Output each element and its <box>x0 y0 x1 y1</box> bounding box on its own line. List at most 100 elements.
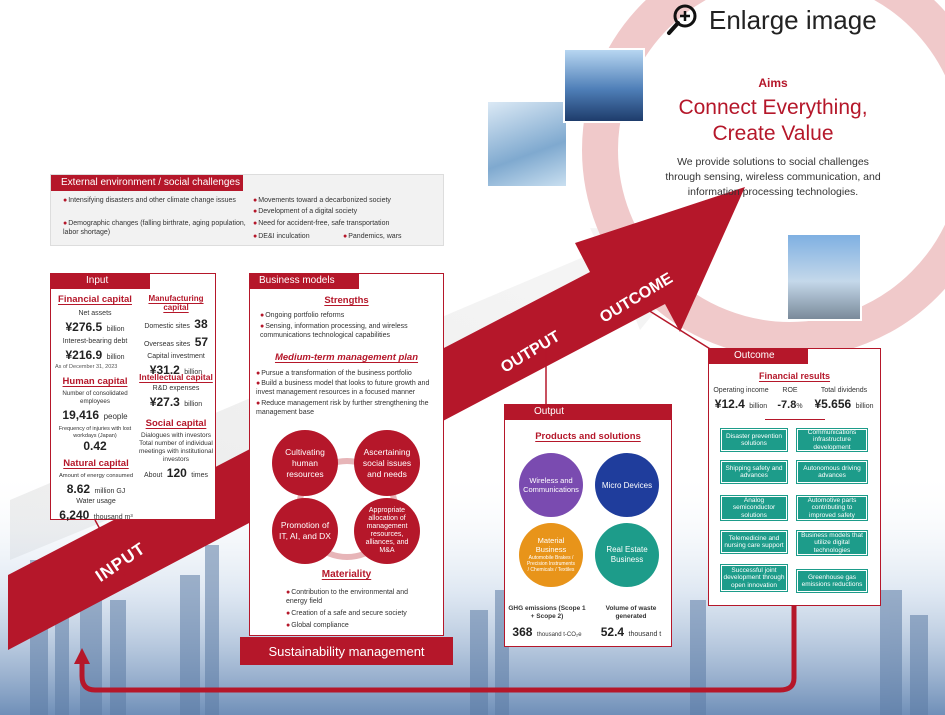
cycle-it-ai-dx: Promotion of IT, AI, and DX <box>272 498 338 564</box>
enlarge-image-label: Enlarge image <box>709 4 877 35</box>
outcome-title: Outcome <box>708 348 808 364</box>
photo-laboratory <box>486 100 568 188</box>
strength-item: Ongoing portfolio reforms <box>260 312 440 321</box>
strength-item: Sensing, information processing, and wir… <box>260 323 440 340</box>
aims-desc-line2: through sensing, wireless communication,… <box>665 171 881 183</box>
meetings-label: Total number of individual meetings with… <box>138 440 214 463</box>
roe-value-row: -7.8% <box>773 395 807 413</box>
business-models-card: Business models Strengths Ongoing portfo… <box>249 273 444 636</box>
input-title: Input <box>50 273 150 289</box>
operating-income-unit: billion <box>749 403 768 410</box>
capex-value-row: ¥31.2 billion <box>137 361 215 379</box>
total-dividends-value-row: ¥5.656 billion <box>807 395 881 413</box>
outcome-tile: Automotive parts contributing to improve… <box>796 495 868 521</box>
cycle-human-resources-label: Cultivating human resources <box>285 446 325 479</box>
net-assets-unit: billion <box>106 326 125 333</box>
overseas-row: Overseas sites 57 <box>137 333 215 351</box>
operating-income-value: ¥12.4 <box>714 397 745 411</box>
aims-block: Aims Connect Everything, Create Value We… <box>650 76 896 198</box>
external-item: DE&I inculcation <box>253 233 343 242</box>
natural-capital-title: Natural capital <box>63 458 129 469</box>
rd-value-row: ¥27.3 billion <box>137 393 215 411</box>
meetings-value: 120 <box>166 466 187 480</box>
external-environment-box: External environment / social challenges… <box>50 174 444 246</box>
total-dividends-unit: billion <box>855 403 874 410</box>
debt-unit: billion <box>106 354 125 361</box>
water-value: 6,240 <box>59 508 90 522</box>
rd-label: R&D expenses <box>152 385 200 392</box>
operating-income-label: Operating income <box>713 387 769 394</box>
dialogues-label: Dialogues with investors <box>140 432 212 439</box>
energy-label: Amount of energy consumed <box>58 473 134 479</box>
output-card: Output Products and solutions Wireless a… <box>504 404 672 647</box>
domestic-value: 38 <box>194 317 208 331</box>
rd-unit: billion <box>184 401 203 408</box>
manufacturing-capital-title: Manufacturing capital <box>148 294 204 312</box>
meetings-unit: times <box>191 472 208 479</box>
cycle-social-issues-label: Ascertaining social issues and needs <box>362 446 412 479</box>
outcome-tile: Greenhouse gas emissions reductions <box>796 569 868 593</box>
roe-label: ROE <box>782 387 798 394</box>
aims-desc-line3: information processing technologies. <box>687 186 859 198</box>
sustainability-label: Sustainability management <box>268 643 425 659</box>
operating-income-value-row: ¥12.4 billion <box>709 395 773 413</box>
sustainability-band: Sustainability management <box>240 637 453 665</box>
outcome-tile: Communications infrastructure developmen… <box>796 428 868 452</box>
waste-value: 52.4 <box>600 625 625 639</box>
plan-item: Build a business model that looks to fut… <box>256 380 442 397</box>
materiality-item: Contribution to the environmental and en… <box>286 589 416 606</box>
employees-unit: people <box>103 412 128 421</box>
magnifier-plus-icon <box>667 4 697 35</box>
domestic-label: Domestic sites <box>144 323 190 330</box>
segment-micro-devices-label: Micro Devices <box>601 480 653 490</box>
products-title: Products and solutions <box>535 431 641 442</box>
aims-title-line2: Create Value <box>712 122 834 145</box>
water-value-row: 6,240 thousand m³ <box>55 506 137 524</box>
outcome-tile: Business models that utilize digital tec… <box>796 530 868 556</box>
plan-item: Reduce management risk by further streng… <box>256 400 442 417</box>
plan-title: Medium-term management plan <box>274 352 419 363</box>
aims-desc-line1: We provide solutions to social challenge… <box>677 156 869 168</box>
external-item: Development of a digital society <box>253 208 443 217</box>
external-item: Need for accident-free, safe transportat… <box>253 220 443 229</box>
external-item: Intensifying disasters and other climate… <box>63 197 248 206</box>
total-dividends-label: Total dividends <box>820 387 868 394</box>
financial-capital-title: Financial capital <box>58 294 132 305</box>
manufacturing-capital: Manufacturing capital Domestic sites 38 … <box>137 294 215 379</box>
external-item: Movements toward a decarbonized society <box>253 197 443 206</box>
segment-real-estate-label: Real Estate Business <box>606 545 648 564</box>
roe-value: -7.8 <box>777 399 797 411</box>
total-dividends-value: ¥5.656 <box>814 397 852 411</box>
materiality-item: Global compliance <box>286 622 436 631</box>
outcome-tile: Telemedicine and nursing care support <box>720 530 788 554</box>
ghg-label: GHG emissions (Scope 1 + Scope 2) <box>508 605 586 620</box>
external-item: Pandemics, wars <box>343 233 433 242</box>
ghg-emissions: GHG emissions (Scope 1 + Scope 2) 368 th… <box>507 605 587 641</box>
plan-item: Pursue a transformation of the business … <box>256 370 442 379</box>
ghg-unit: thousand t-CO₂e <box>536 632 582 638</box>
rd-value: ¥27.3 <box>149 395 180 409</box>
energy-value-row: 8.62 million GJ <box>55 480 137 498</box>
outcome-tile: Autonomous driving advances <box>796 460 868 484</box>
debt-label: Interest-bearing debt <box>62 338 128 345</box>
employees-label: Number of consolidated employees <box>62 390 128 405</box>
segment-wireless: Wireless and Communications <box>519 453 583 517</box>
enlarge-image-link[interactable]: Enlarge image <box>665 2 877 38</box>
aims-title-line1: Connect Everything, <box>678 96 868 119</box>
external-environment-title: External environment / social challenges <box>51 175 243 191</box>
domestic-row: Domestic sites 38 <box>137 315 215 333</box>
injuries-value: 0.42 <box>83 439 107 453</box>
capex-label: Capital investment <box>147 353 205 360</box>
financial-results-title: Financial results <box>758 371 831 381</box>
roe-unit: % <box>796 403 803 410</box>
net-assets-value: ¥276.5 <box>65 320 103 334</box>
employees-value-row: 19,416 people <box>55 406 135 424</box>
outcome-tile: Shipping safety and advances <box>720 460 788 484</box>
outcome-tile: Successful joint development through ope… <box>720 564 788 592</box>
natural-capital: Natural capital Amount of energy consume… <box>55 458 137 524</box>
overseas-label: Overseas sites <box>143 341 191 348</box>
intellectual-capital-title: Intellectual capital <box>139 372 213 382</box>
employees-value: 19,416 <box>62 408 100 422</box>
social-capital-title: Social capital <box>145 418 207 429</box>
